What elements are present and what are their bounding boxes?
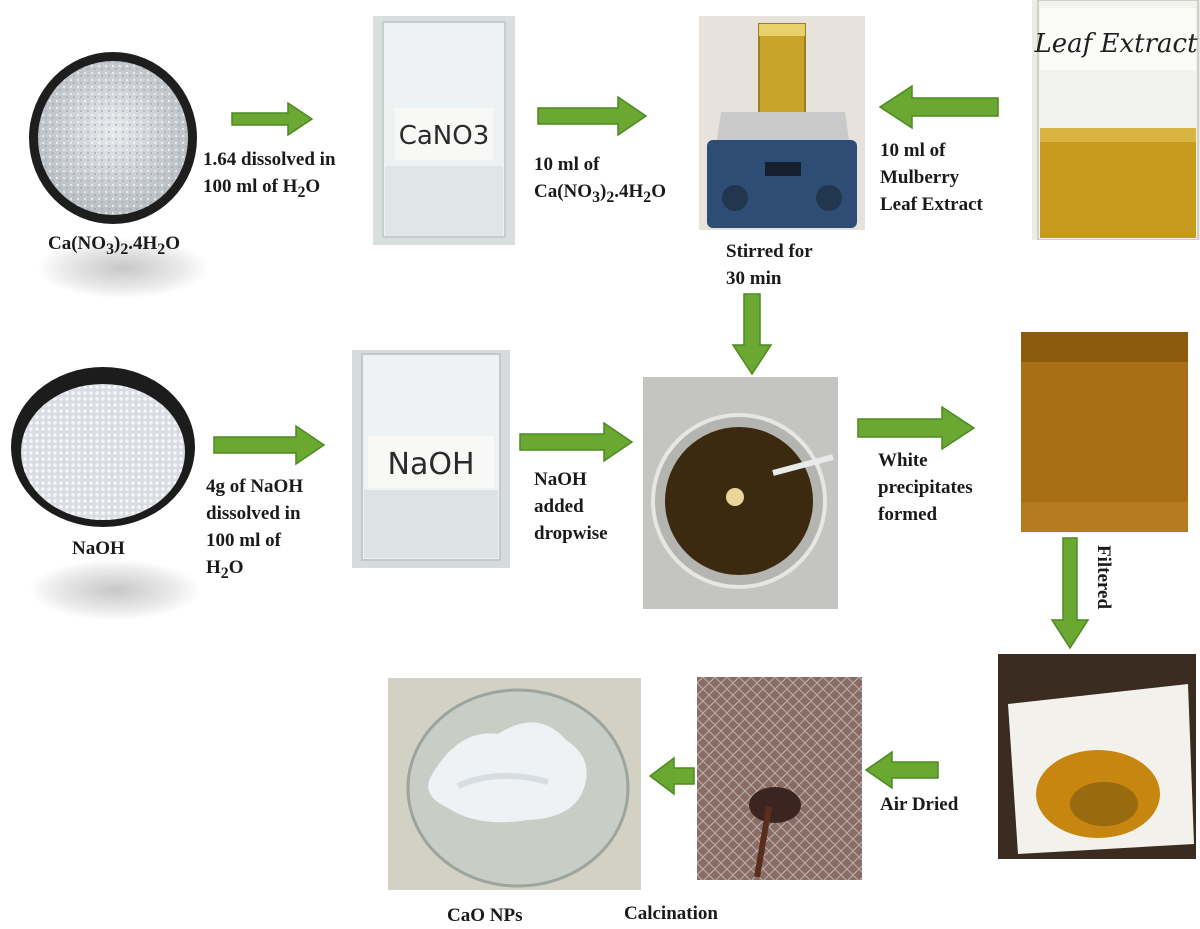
beaker-label-text: NaOH (388, 447, 475, 482)
dish-shadow (38, 238, 208, 298)
dish-shadow (30, 560, 200, 620)
jar-label-text: Leaf Extract (1033, 29, 1198, 59)
cao-nanoparticles-photo (388, 678, 641, 890)
arrow-right-icon (519, 421, 634, 463)
filtered-paste-photo (998, 654, 1196, 859)
air-dried-label: Air Dried (880, 794, 959, 815)
naoh-dissolve-label: 4g of NaOH dissolved in 100 ml of H2O (206, 476, 304, 582)
arrow-down-icon (1050, 537, 1090, 650)
cao-label: CaO NPs (447, 905, 523, 926)
magnetic-stirrer-photo (699, 16, 865, 230)
sodium-hydroxide-pellets-photo (10, 366, 196, 528)
white-precipitate-label: White precipitates formed (878, 450, 973, 525)
calcium-nitrate-crystals-photo (27, 50, 199, 225)
filtered-label: Filtered (1093, 545, 1114, 610)
arrow-right-icon (857, 405, 976, 451)
mulberry-leaf-extract-photo: Leaf Extract (1032, 0, 1200, 240)
calcination-label: Calcination (624, 903, 718, 924)
precipitate-jar-photo (1021, 332, 1188, 532)
beaker-label-text: CaNO3 (399, 121, 490, 151)
arrow-left-icon (864, 750, 939, 790)
arrow-left-icon (878, 84, 999, 130)
calcium-volume-label: 10 ml of Ca(NO3)2.4H2O (534, 154, 666, 206)
naoh-label: NaOH (72, 538, 125, 559)
leaf-extract-label: 10 ml of Mulberry Leaf Extract (880, 140, 983, 215)
calcium-nitrate-label: Ca(NO3)2.4H2O (48, 233, 180, 258)
arrow-down-icon (731, 293, 773, 376)
arrow-right-icon (537, 95, 648, 137)
calcium-dissolve-label: 1.64 dissolved in 100 ml of H2O (203, 149, 336, 201)
naoh-added-label: NaOH added dropwise (534, 469, 608, 544)
stirred-label: Stirred for 30 min (726, 241, 813, 289)
arrow-right-icon (213, 424, 326, 466)
arrow-right-icon (231, 101, 314, 137)
calcination-photo (697, 677, 862, 880)
reaction-mixture-photo (643, 377, 838, 609)
calcium-nitrate-beaker-photo: CaNO3 (373, 16, 515, 245)
arrow-left-icon (648, 756, 695, 796)
sodium-hydroxide-beaker-photo: NaOH (352, 350, 510, 568)
